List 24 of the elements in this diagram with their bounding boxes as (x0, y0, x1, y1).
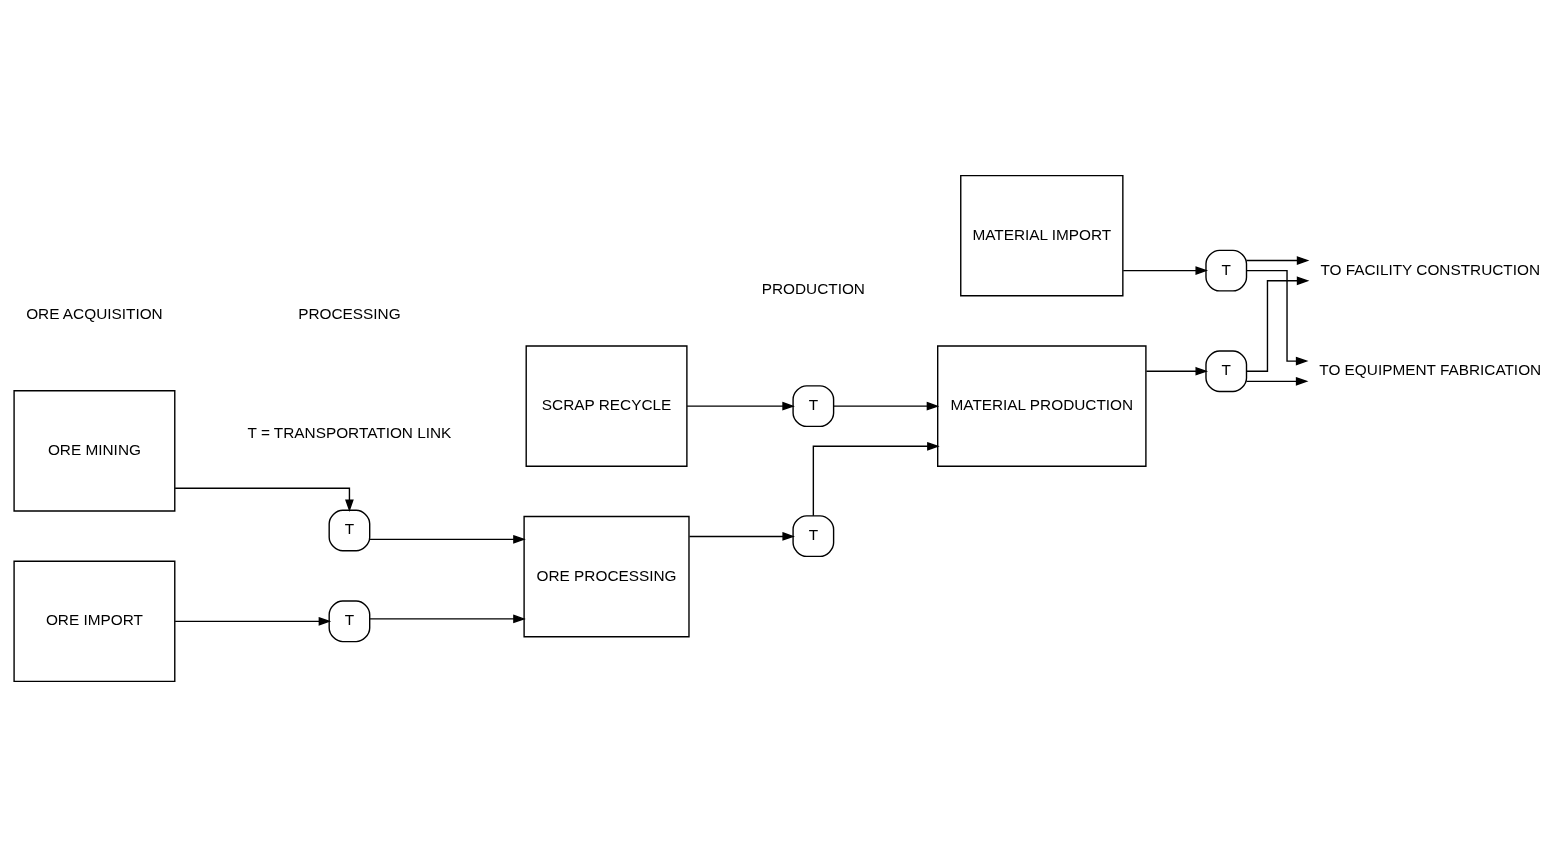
node-box: MATERIAL PRODUCTION (937, 345, 1147, 467)
arrow (369, 614, 526, 624)
node-box: ORE PROCESSING (523, 515, 690, 638)
arrow (174, 487, 354, 512)
arrow (1245, 256, 1310, 265)
arrow (812, 441, 940, 517)
node-box: MATERIAL IMPORT (960, 174, 1124, 297)
arrow (174, 616, 332, 626)
arrow (832, 401, 940, 411)
arrow (1145, 366, 1209, 376)
arrow (1245, 376, 1309, 386)
label: PROCESSING (298, 305, 401, 323)
node-box: ORE IMPORT (13, 560, 176, 683)
label: T = TRANSPORTATION LINK (247, 424, 452, 441)
label: ORE ACQUISITION (26, 305, 163, 323)
node-text: TO FACILITY CONSTRUCTION (1320, 260, 1541, 278)
arrow (688, 532, 795, 541)
arrow (1122, 266, 1209, 275)
node-box: ORE MINING (13, 390, 176, 512)
arrow (369, 534, 526, 544)
node-box: SCRAP RECYCLE (525, 345, 688, 467)
node-text: TO EQUIPMENT FABRICATION (1319, 361, 1542, 379)
label: PRODUCTION (761, 280, 865, 298)
arrow (686, 401, 795, 411)
